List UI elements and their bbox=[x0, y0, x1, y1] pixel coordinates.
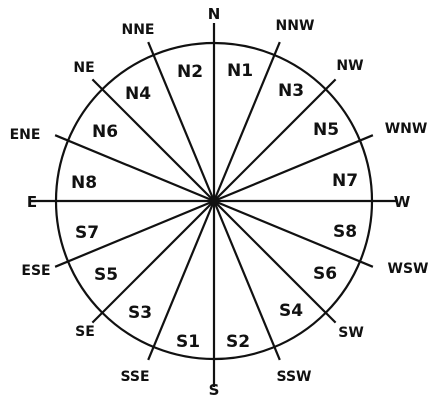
sector-divider-line bbox=[91, 78, 215, 202]
sector-n4: N4 bbox=[125, 84, 151, 104]
sector-n5: N5 bbox=[313, 120, 339, 140]
sector-divider-line bbox=[54, 134, 215, 203]
sector-divider-line bbox=[147, 41, 216, 202]
sector-n8: N8 bbox=[71, 173, 97, 193]
label-nne: NNE bbox=[122, 22, 155, 38]
sector-divider-line bbox=[212, 41, 281, 202]
sector-n3: N3 bbox=[278, 81, 304, 101]
label-wnw: WNW bbox=[385, 121, 428, 137]
sector-s8: S8 bbox=[333, 222, 357, 242]
label-nnw: NNW bbox=[276, 18, 315, 34]
sector-divider-line bbox=[54, 199, 215, 268]
label-sse: SSE bbox=[120, 369, 149, 385]
label-nw: NW bbox=[336, 58, 363, 74]
label-w: W bbox=[394, 193, 411, 211]
label-ene: ENE bbox=[10, 127, 41, 143]
sector-dividers bbox=[30, 23, 398, 387]
label-e: E bbox=[27, 193, 37, 211]
sector-divider-line bbox=[213, 200, 337, 324]
sector-s2: S2 bbox=[226, 332, 250, 352]
sector-n7: N7 bbox=[332, 171, 358, 191]
sector-n6: N6 bbox=[92, 122, 118, 142]
sector-s6: S6 bbox=[313, 264, 337, 284]
sector-s7: S7 bbox=[75, 223, 99, 243]
sector-divider-line bbox=[212, 200, 281, 361]
label-n: N bbox=[208, 5, 221, 23]
sector-divider-line bbox=[91, 200, 215, 324]
sector-n1: N1 bbox=[227, 61, 253, 81]
label-s: S bbox=[209, 381, 220, 399]
label-ssw: SSW bbox=[277, 369, 312, 385]
label-wsw: WSW bbox=[388, 261, 429, 277]
sector-divider-line bbox=[213, 134, 374, 203]
label-se: SE bbox=[75, 324, 95, 340]
label-ese: ESE bbox=[21, 263, 50, 279]
sector-divider-line bbox=[147, 200, 216, 361]
center-hub bbox=[209, 196, 219, 206]
sector-s5: S5 bbox=[94, 265, 118, 285]
sector-divider-line bbox=[213, 199, 374, 268]
sector-s4: S4 bbox=[279, 301, 303, 321]
label-ne: NE bbox=[73, 60, 94, 76]
sector-divider-line bbox=[213, 78, 337, 202]
sector-s3: S3 bbox=[128, 303, 152, 323]
label-sw: SW bbox=[338, 325, 364, 341]
sector-s1: S1 bbox=[176, 332, 200, 352]
sector-n2: N2 bbox=[177, 62, 203, 82]
